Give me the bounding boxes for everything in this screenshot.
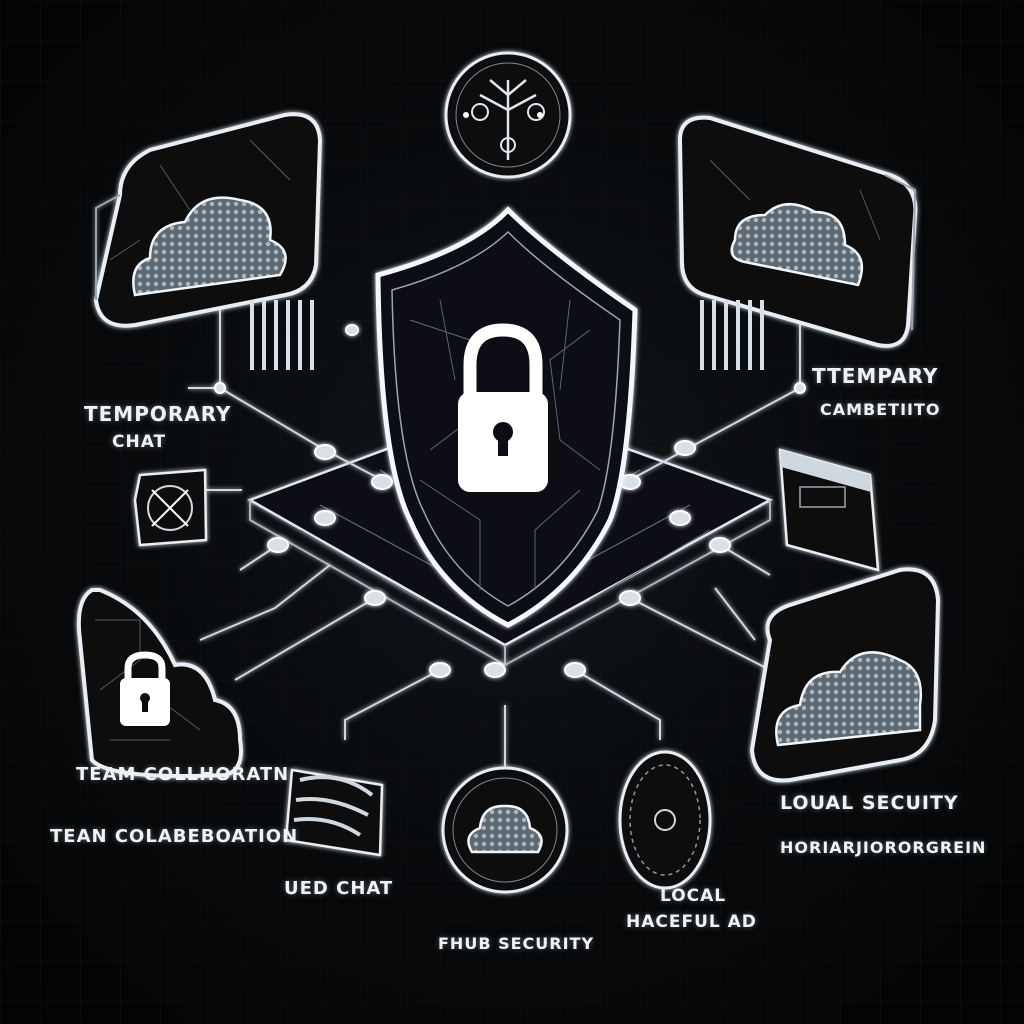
- node-icon: [618, 750, 712, 890]
- label-local: LOCAL: [660, 886, 727, 906]
- label-team-collab-2: TEAN COLABEBOATION: [50, 826, 299, 847]
- label-team-collab-1: TEAM COLLHORATN: [76, 764, 290, 785]
- platform-nodes: [214, 324, 806, 678]
- window-icon: [284, 768, 384, 857]
- label-temporary-chat-line2: CHAT: [112, 432, 167, 452]
- label-horiarm: HORIARJIORORGREIN: [780, 838, 987, 857]
- cloud-icon: [93, 112, 323, 328]
- cloud-icon: [749, 567, 941, 783]
- shield-lock-icon: [375, 206, 638, 628]
- lock-icon: [76, 588, 243, 778]
- label-ued-chat: UED CHAT: [284, 878, 394, 899]
- label-hub-security: FHUB SECURITY: [438, 934, 595, 953]
- label-haceful-ad: HACEFUL AD: [626, 912, 757, 932]
- label-temporary-chat: TEMPORARY: [84, 402, 232, 426]
- node-icon: [133, 468, 208, 547]
- cloud-icon: [441, 766, 569, 894]
- signal-bars-right: [700, 300, 764, 370]
- tree-icon: [444, 51, 572, 179]
- window-icon: [778, 448, 880, 572]
- cloud-icon: [677, 115, 918, 348]
- label-loual-security: LOUAL SECUITY: [780, 792, 959, 814]
- signal-bars-left: [250, 300, 314, 370]
- label-tempary: TTEMPARY: [812, 364, 939, 388]
- label-tempary-line2: CAMBETIITO: [820, 400, 941, 419]
